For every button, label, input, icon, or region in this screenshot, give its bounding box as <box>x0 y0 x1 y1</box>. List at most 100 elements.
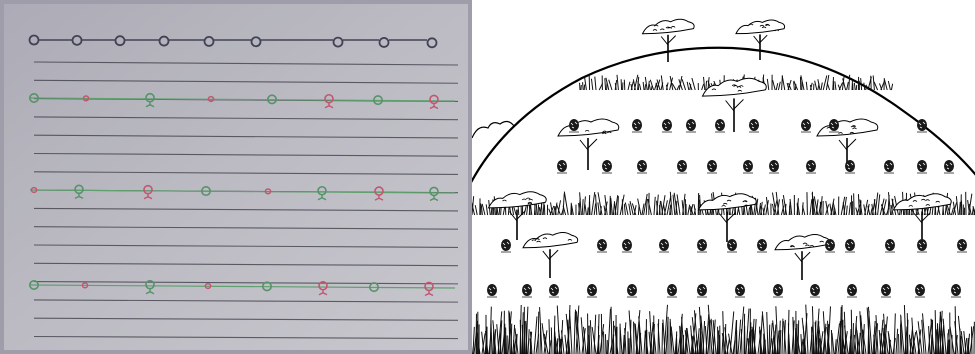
shrub-foliage <box>810 284 820 296</box>
shrub <box>743 160 753 173</box>
distant-bush-outline <box>472 121 514 138</box>
shrub <box>917 239 927 252</box>
shrub-foliage <box>881 284 891 296</box>
shrub <box>957 239 967 252</box>
shrub <box>487 284 497 297</box>
acacia-tree <box>894 194 952 242</box>
shrub <box>917 160 927 173</box>
shrub <box>884 160 894 173</box>
shrub-foliage <box>697 239 707 251</box>
shrub-foliage <box>743 160 753 172</box>
foreground-grass-band <box>472 305 974 354</box>
notebook-photo-canvas <box>0 0 472 354</box>
shrub-foliage <box>769 160 779 172</box>
shrub-foliage <box>522 284 532 296</box>
shrub <box>597 239 607 252</box>
shrub-foliage <box>917 119 927 131</box>
shrub-foliage <box>773 284 783 296</box>
shrub-foliage <box>944 160 954 172</box>
tree-canopy <box>703 78 767 96</box>
shrub-foliage <box>487 284 497 296</box>
shrub-foliage <box>801 119 811 131</box>
shrub <box>587 284 597 297</box>
shrub-foliage <box>569 119 579 131</box>
notebook-planting-sketch-photo <box>0 0 472 354</box>
shrub-foliage <box>659 239 669 251</box>
acacia-tree <box>699 194 757 242</box>
tree-canopy <box>775 235 830 250</box>
shrub <box>769 160 779 173</box>
upper-band-tier <box>557 78 954 173</box>
shrub-foliage <box>917 239 927 251</box>
shrub-foliage <box>806 160 816 172</box>
shrub-foliage <box>622 239 632 251</box>
shrub-foliage <box>587 284 597 296</box>
shrub <box>881 284 891 297</box>
shrub <box>727 239 737 252</box>
terraced-hill-illustration <box>472 0 975 354</box>
tree-canopy <box>894 194 952 210</box>
shrub-foliage <box>845 239 855 251</box>
shrub-foliage <box>951 284 961 296</box>
shrub <box>707 160 717 173</box>
acacia-tree <box>775 235 830 281</box>
shrub <box>951 284 961 297</box>
shrub-foliage <box>715 119 725 131</box>
shrub <box>757 239 767 252</box>
tree-canopy <box>699 194 757 210</box>
shrub-foliage <box>845 160 855 172</box>
shrub-foliage <box>847 284 857 296</box>
shrub-foliage <box>597 239 607 251</box>
summit-tier <box>643 19 785 62</box>
shrub <box>801 119 811 132</box>
shrub <box>637 160 647 173</box>
shrub-foliage <box>637 160 647 172</box>
shrub <box>806 160 816 173</box>
shrub-foliage <box>917 160 927 172</box>
tree-canopy <box>558 119 619 136</box>
shrub <box>697 284 707 297</box>
tree-canopy <box>523 233 578 248</box>
shrub-foliage <box>757 239 767 251</box>
shrub <box>845 160 855 173</box>
shrub-foliage <box>602 160 612 172</box>
hill-illustration-canvas <box>472 0 975 354</box>
hill-outline <box>472 48 975 190</box>
shrub <box>915 284 925 297</box>
shrub <box>557 160 567 173</box>
shrub <box>697 239 707 252</box>
shrub-foliage <box>686 119 696 131</box>
shrub <box>773 284 783 297</box>
shrub <box>686 119 696 132</box>
shrub <box>522 284 532 297</box>
shrub <box>627 284 637 297</box>
shrub <box>735 284 745 297</box>
shrub <box>944 160 954 173</box>
shrub-foliage <box>749 119 759 131</box>
photo-sheen <box>0 0 472 354</box>
shrub-foliage <box>884 160 894 172</box>
shrub <box>917 119 927 132</box>
shrub-foliage <box>557 160 567 172</box>
shrub-foliage <box>735 284 745 296</box>
shrub-foliage <box>632 119 642 131</box>
tree-canopy <box>489 192 547 208</box>
shrub <box>845 239 855 252</box>
shrub <box>622 239 632 252</box>
shrub <box>885 239 895 252</box>
shrub-foliage <box>957 239 967 251</box>
shrub-foliage <box>829 119 839 131</box>
shrub-foliage <box>825 239 835 251</box>
shrub-foliage <box>707 160 717 172</box>
shrub <box>501 239 511 252</box>
shrub <box>602 160 612 173</box>
shrub-foliage <box>727 239 737 251</box>
shrub-foliage <box>501 239 511 251</box>
tree-canopy <box>643 19 695 33</box>
shrub <box>662 119 672 132</box>
shrub <box>677 160 687 173</box>
shrub <box>659 239 669 252</box>
shrub <box>749 119 759 132</box>
shrub <box>847 284 857 297</box>
